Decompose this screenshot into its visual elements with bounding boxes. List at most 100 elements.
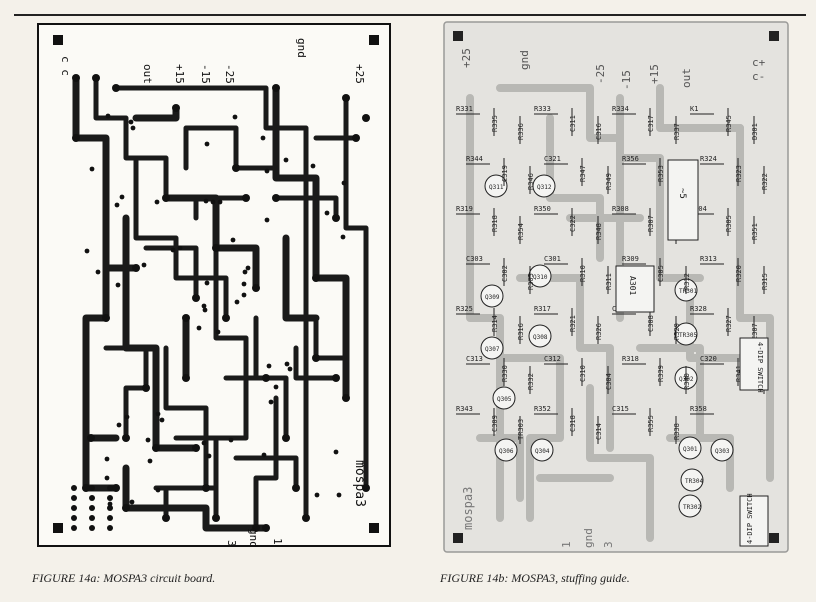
- component-label: Q307: [485, 346, 500, 353]
- pad: [292, 484, 300, 492]
- transistor: [674, 322, 698, 346]
- via: [284, 361, 290, 367]
- via: [129, 499, 135, 505]
- component-label: R332: [527, 373, 535, 390]
- via: [145, 437, 151, 443]
- pad: [72, 134, 80, 142]
- rail-label-plus15: +15: [173, 64, 186, 84]
- copper-pads: [53, 35, 379, 533]
- rail-label-minus25: -25: [594, 64, 607, 84]
- ic-label: ~5: [677, 188, 687, 199]
- pad: [252, 284, 260, 292]
- via: [228, 437, 234, 443]
- rail-label-gnd: gnd: [518, 50, 531, 70]
- via: [242, 269, 248, 275]
- pad: [342, 94, 350, 102]
- component-label: C320: [700, 355, 717, 363]
- mounting-pad: [453, 533, 463, 543]
- trace-shadow: [516, 274, 614, 452]
- pin-label-3: 3: [225, 540, 238, 547]
- mounting-pad: [53, 523, 63, 533]
- component-label: C313: [466, 355, 483, 363]
- component-label: R343: [456, 405, 473, 413]
- pad: [82, 484, 90, 492]
- mounting-pad: [769, 31, 779, 41]
- component-label: R316: [517, 323, 525, 340]
- pad: [342, 394, 350, 402]
- pad: [312, 354, 320, 362]
- component-label: C317: [647, 115, 655, 132]
- ic-relay: [667, 159, 699, 241]
- component-label: R324: [700, 155, 717, 163]
- component-label: R311: [605, 273, 613, 290]
- pad: [162, 194, 170, 202]
- dip-switch-label: 4-DIP SWITCH: [756, 342, 764, 393]
- pad: [312, 274, 320, 282]
- component-label: R349: [605, 173, 613, 190]
- via: [341, 180, 347, 186]
- copper-trace: [183, 125, 279, 171]
- mounting-pad: [53, 35, 63, 45]
- pad: [182, 374, 190, 382]
- component-label: C315: [612, 405, 629, 413]
- via: [324, 210, 330, 216]
- via: [196, 325, 202, 331]
- pad: [112, 484, 120, 492]
- via: [204, 280, 210, 286]
- via: [141, 262, 147, 268]
- via: [104, 475, 110, 481]
- rail-labels: c c out +15 -15 -25 +25 gnd: [59, 38, 366, 84]
- component-label: R314: [491, 315, 499, 332]
- transistor: [678, 494, 702, 518]
- component-label: TR304: [685, 478, 703, 485]
- rail-labels: +25 gnd -25 -15 +15 out c+ c-: [460, 48, 766, 90]
- component-label: R308: [612, 205, 629, 213]
- pad: [152, 444, 160, 452]
- via: [287, 366, 293, 372]
- component-label: Q303: [715, 448, 730, 455]
- copper-trace: [122, 464, 270, 532]
- pin-label-gnd: gnd: [247, 528, 260, 548]
- copper-trace: [122, 214, 200, 452]
- pad: [122, 504, 130, 512]
- via: [107, 501, 113, 507]
- rail-label-plus15: +15: [648, 64, 661, 84]
- via: [130, 125, 136, 131]
- dip-switch-label: 4-DIP SWITCH: [746, 493, 754, 544]
- rail-label-cplus: c+: [752, 56, 766, 69]
- via: [155, 487, 161, 493]
- top-rule: [14, 14, 806, 16]
- transistor: [678, 436, 702, 460]
- component-label: R351: [751, 223, 759, 240]
- component-label: D301: [751, 123, 759, 140]
- pad: [192, 294, 200, 302]
- pin-label-3: 3: [602, 541, 615, 548]
- copper-trace: [163, 345, 209, 521]
- pad: [262, 524, 270, 532]
- pad: [102, 314, 110, 322]
- pad: [107, 515, 113, 521]
- pad: [162, 514, 170, 522]
- pad: [232, 164, 240, 172]
- component-label: R329: [673, 323, 681, 340]
- pad: [92, 74, 100, 82]
- component-label: R336: [517, 123, 525, 140]
- component-label: C318: [569, 415, 577, 432]
- copper-trace: [282, 234, 320, 322]
- trace-shadow: [496, 84, 624, 322]
- component-label: R340: [683, 373, 691, 390]
- component-label: R319: [456, 205, 473, 213]
- component-label: C310: [579, 365, 587, 382]
- component-label: R309: [622, 255, 639, 263]
- component-label: R356: [622, 155, 639, 163]
- rail-label-plus25: +25: [353, 64, 366, 84]
- pad: [107, 485, 113, 491]
- via: [203, 198, 209, 204]
- copper-trace: [272, 84, 350, 402]
- mounting-pad: [369, 523, 379, 533]
- component-label: Q301: [683, 446, 698, 453]
- via: [273, 384, 279, 390]
- copper-trace: [213, 245, 249, 521]
- copper-trace: [293, 345, 339, 381]
